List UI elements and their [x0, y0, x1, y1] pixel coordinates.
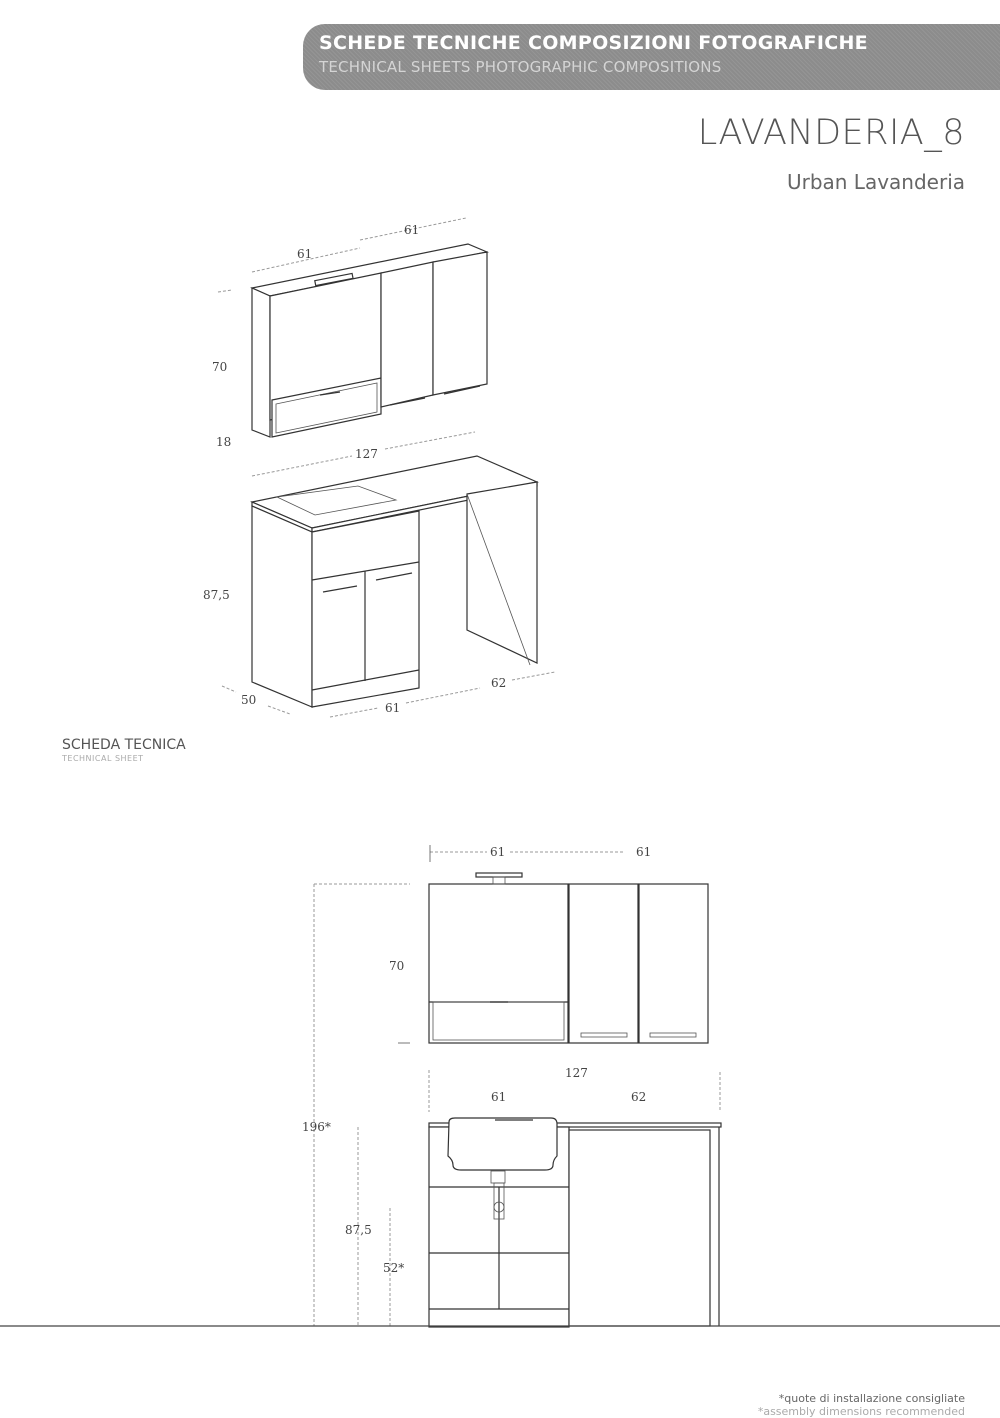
dim-install-sink-height: 52*: [383, 1261, 404, 1275]
dim-front-wall-height: 70: [389, 959, 404, 973]
dim-base-sink-width: 61: [385, 701, 400, 715]
front-wall-unit: [428, 872, 709, 1044]
page-title: LAVANDERIA_8: [697, 113, 965, 153]
section-label-title: SCHEDA TECNICA: [62, 737, 186, 753]
dim-front-base-height: 87,5: [345, 1223, 372, 1237]
dim-front-base-total-width: 127: [565, 1066, 588, 1080]
page-subtitle: Urban Lavanderia: [786, 170, 965, 194]
dim-front-wall-right-width: 61: [636, 845, 651, 859]
dim-wall-depth: 18: [216, 435, 231, 449]
dim-base-depth: 50: [241, 693, 256, 707]
dim-front-base-sink-width: 61: [491, 1090, 506, 1104]
perspective-wall-unit: [250, 243, 490, 438]
front-base-unit: [428, 1117, 722, 1328]
dim-wall-height: 70: [212, 360, 227, 374]
footer-note-it: *quote di installazione consigliate: [778, 1392, 965, 1405]
dim-install-total-height: 196*: [302, 1120, 331, 1134]
dim-base-height: 87,5: [203, 588, 230, 602]
banner-subtitle: TECHNICAL SHEETS PHOTOGRAPHIC COMPOSITIO…: [319, 58, 722, 76]
dim-base-top-width: 62: [491, 676, 506, 690]
dim-front-base-top-width: 62: [631, 1090, 646, 1104]
banner-title: SCHEDE TECNICHE COMPOSIZIONI FOTOGRAFICH…: [319, 32, 868, 54]
dim-wall-left-width: 61: [297, 247, 312, 261]
dim-wall-right-width: 61: [404, 223, 419, 237]
dim-base-total-width: 127: [355, 447, 378, 461]
perspective-base-unit: [250, 455, 539, 708]
section-label-subtitle: TECHNICAL SHEET: [62, 754, 144, 763]
header-banner: SCHEDE TECNICHE COMPOSIZIONI FOTOGRAFICH…: [303, 24, 1000, 90]
dim-front-wall-left-width: 61: [490, 845, 505, 859]
footer-note-en: *assembly dimensions recommended: [757, 1405, 965, 1418]
